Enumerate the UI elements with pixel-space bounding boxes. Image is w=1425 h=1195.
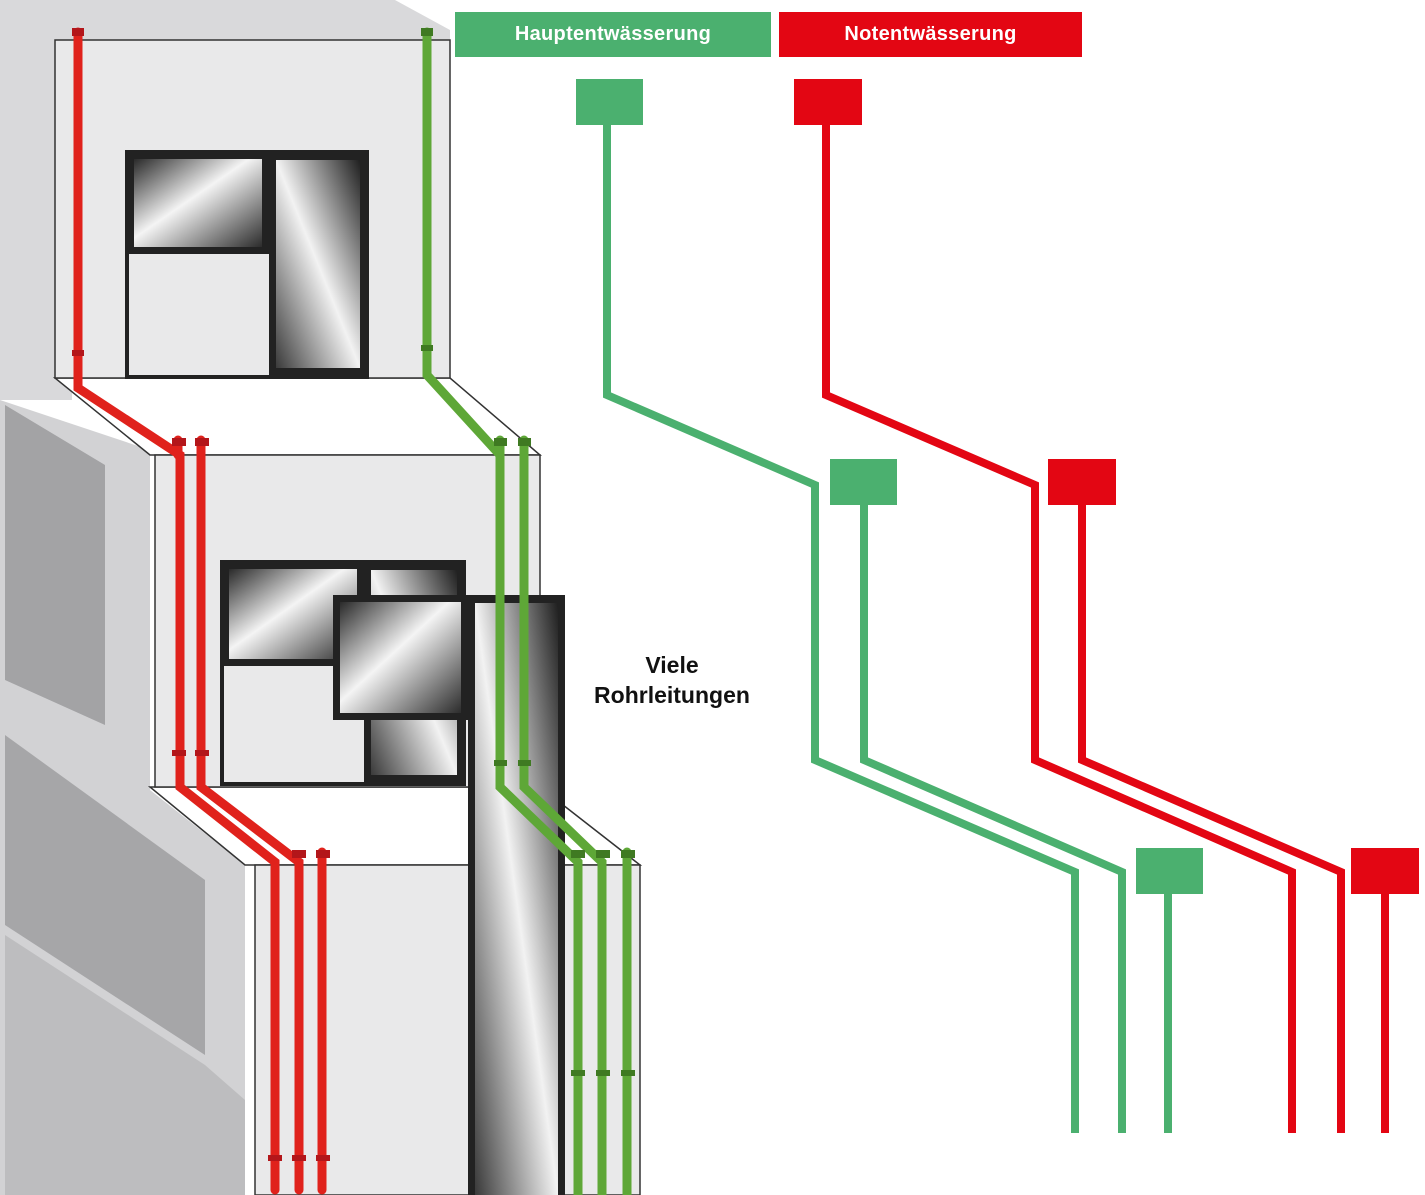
recess-shadow-lower <box>5 735 205 1055</box>
legend-emergency-drainage: Notentwässerung <box>779 12 1082 57</box>
recess-shadow-upper <box>5 405 105 725</box>
emergency-drain-head-3 <box>1351 848 1419 894</box>
main-drain-head-2 <box>830 459 897 505</box>
pipe-caption-line2: Rohrleitungen <box>594 682 750 708</box>
main-line-2 <box>860 500 1126 1133</box>
building-emergency-pipe-joints <box>72 28 330 1161</box>
window-floor-3 <box>333 595 565 1195</box>
recess-shadow-bottom <box>5 935 245 1195</box>
main-drain-head-1 <box>576 79 643 125</box>
schematic-emergency-drainage <box>822 120 1389 1133</box>
schematic-main-drainage <box>603 120 1172 1133</box>
legend-main-drainage: Hauptentwässerung <box>455 12 771 57</box>
pipe-caption: Viele Rohrleitungen <box>552 650 792 710</box>
emergency-line-2 <box>1078 500 1345 1133</box>
building-main-pipes <box>422 27 632 1195</box>
building-facade <box>0 0 643 1195</box>
emergency-drain-head-2 <box>1048 459 1116 505</box>
emergency-line-1 <box>822 120 1296 1133</box>
emergency-drain-head-1 <box>794 79 862 125</box>
pipe-caption-line1: Viele <box>645 652 699 678</box>
main-drain-head-3 <box>1136 848 1203 894</box>
window-floor-1 <box>125 150 369 379</box>
building-emergency-pipes <box>73 27 327 1195</box>
main-line-1 <box>603 120 1079 1133</box>
building-main-pipe-joints <box>421 28 635 1076</box>
